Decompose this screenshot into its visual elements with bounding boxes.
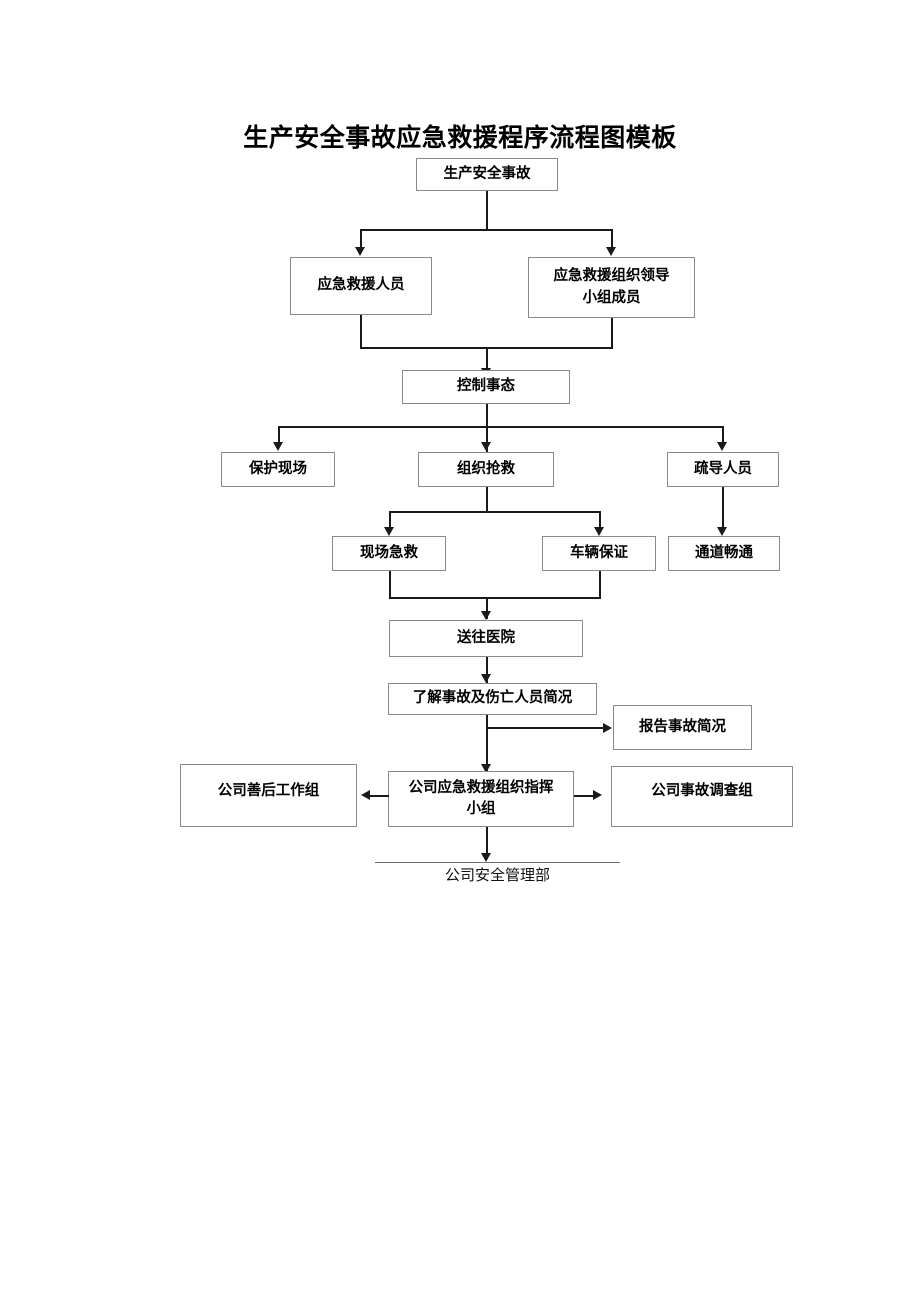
edge-n6-to-n8 [389, 511, 391, 528]
edge-split-bar-level3 [278, 426, 723, 428]
page-title: 生产安全事故应急救援程序流程图模板 [243, 125, 677, 152]
edge-n8-down [389, 571, 391, 598]
arrow-to-n5 [273, 442, 283, 451]
node-evacuate-personnel[interactable]: 疏导人员 [667, 452, 779, 487]
arrow-to-n17 [481, 853, 491, 862]
node-company-aftermath-work-group[interactable]: 公司善后工作组 [180, 764, 357, 827]
edge-n15-to-n16 [574, 795, 594, 797]
node-emergency-rescue-personnel[interactable]: 应急救援人员 [290, 257, 432, 315]
edge-n1-to-n3 [611, 229, 613, 248]
node-protect-scene[interactable]: 保护现场 [221, 452, 335, 487]
arrow-to-n14 [361, 790, 370, 800]
edge-n11-to-n12 [486, 657, 488, 683]
arrow-to-n6 [481, 442, 491, 451]
arrow-to-n11 [481, 611, 491, 620]
arrow-to-n13 [603, 723, 612, 733]
node-production-safety-accident[interactable]: 生产安全事故 [416, 158, 558, 191]
node-understand-accident-casualty-brief[interactable]: 了解事故及伤亡人员简况 [388, 683, 597, 715]
safety-department-rule [375, 862, 620, 864]
arrow-to-n8 [384, 527, 394, 536]
edge-n15-to-n17 [486, 827, 488, 859]
node-control-situation[interactable]: 控制事态 [402, 370, 570, 404]
arrow-to-n3 [606, 247, 616, 256]
edge-merge-to-n4 [486, 347, 488, 369]
edge-n4-stem [486, 404, 488, 452]
edge-n6-stem [486, 487, 488, 512]
arrow-to-n15 [481, 764, 491, 773]
edge-merge-bar-level5 [389, 597, 601, 599]
edge-n3-down [611, 318, 613, 348]
node-report-accident-brief[interactable]: 报告事故简况 [613, 705, 752, 750]
edge-split-bar-level4 [389, 511, 601, 513]
arrow-to-n7 [717, 442, 727, 451]
node-on-site-first-aid[interactable]: 现场急救 [332, 536, 446, 571]
arrow-to-n12 [481, 674, 491, 683]
edge-n12-stem [486, 715, 488, 775]
edge-n1-stem [486, 191, 488, 230]
edge-n4-to-n7 [722, 426, 724, 443]
edge-n6-to-n9 [599, 511, 601, 528]
edge-n12-to-n13 [486, 727, 604, 729]
node-vehicle-guarantee[interactable]: 车辆保证 [542, 536, 656, 571]
edge-n7-to-n10 [722, 487, 724, 528]
edge-n1-to-n2 [360, 229, 362, 248]
node-send-to-hospital[interactable]: 送往医院 [389, 620, 583, 657]
node-clear-passage[interactable]: 通道畅通 [668, 536, 780, 571]
edge-n2-down [360, 315, 362, 348]
node-company-emergency-rescue-command-group[interactable]: 公司应急救援组织指挥小组 [388, 771, 574, 827]
node-company-safety-management-department: 公司安全管理部 [444, 868, 550, 884]
arrow-to-n16 [593, 790, 602, 800]
arrow-to-n10 [717, 527, 727, 536]
arrow-to-n9 [594, 527, 604, 536]
edge-n9-down [599, 571, 601, 598]
edge-split-bar-level1 [360, 229, 612, 231]
arrow-to-n2 [355, 247, 365, 256]
node-company-accident-investigation-group[interactable]: 公司事故调查组 [611, 766, 793, 827]
edge-n15-to-n14 [370, 795, 389, 797]
edge-merge-to-n11 [486, 597, 488, 619]
edge-n4-to-n5 [278, 426, 280, 443]
node-organize-rescue[interactable]: 组织抢救 [418, 452, 554, 487]
node-emergency-rescue-leadership-group-members[interactable]: 应急救援组织领导小组成员 [528, 257, 695, 318]
